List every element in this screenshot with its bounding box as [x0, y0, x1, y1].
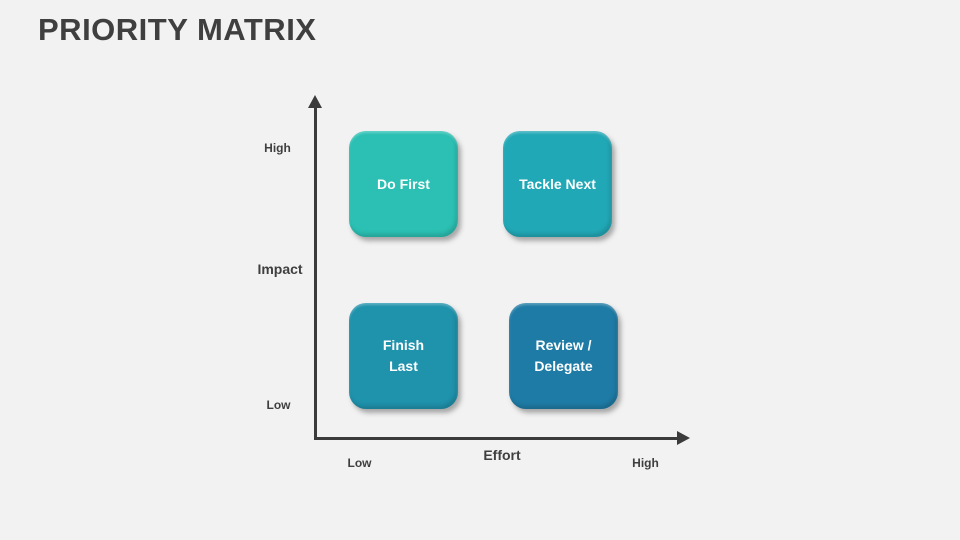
y-axis-arrowhead-icon — [308, 95, 322, 108]
x-axis-low-label: Low — [347, 456, 372, 470]
quadrant-label: Finish Last — [383, 335, 424, 377]
y-axis-high-label: High — [264, 141, 291, 155]
x-axis-high-label: High — [632, 456, 659, 470]
y-axis-line — [314, 104, 317, 440]
y-axis-low-label: Low — [266, 398, 291, 412]
page-title: PRIORITY MATRIX — [38, 12, 317, 47]
quadrant-label-line: Delegate — [534, 358, 593, 374]
quadrant-label-line: Do First — [377, 175, 430, 192]
y-axis-title: Impact — [257, 261, 303, 277]
quadrant-label-line: Last — [389, 358, 418, 374]
quadrant-do-first: Do First — [349, 131, 458, 237]
x-axis-line — [314, 437, 680, 440]
quadrant-label: Do First — [377, 174, 430, 195]
quadrant-finish-last: Finish Last — [349, 303, 458, 409]
quadrant-label-line: Review / — [535, 337, 592, 353]
quadrant-label-line: Tackle Next — [519, 175, 596, 192]
quadrant-review-delegate: Review / Delegate — [509, 303, 618, 409]
quadrant-tackle-next: Tackle Next — [503, 131, 612, 237]
x-axis-title: Effort — [483, 447, 521, 463]
x-axis-arrowhead-icon — [677, 431, 690, 445]
quadrant-label: Review / Delegate — [534, 335, 592, 377]
quadrant-label: Tackle Next — [519, 174, 596, 195]
quadrant-label-line: Finish — [382, 337, 425, 353]
